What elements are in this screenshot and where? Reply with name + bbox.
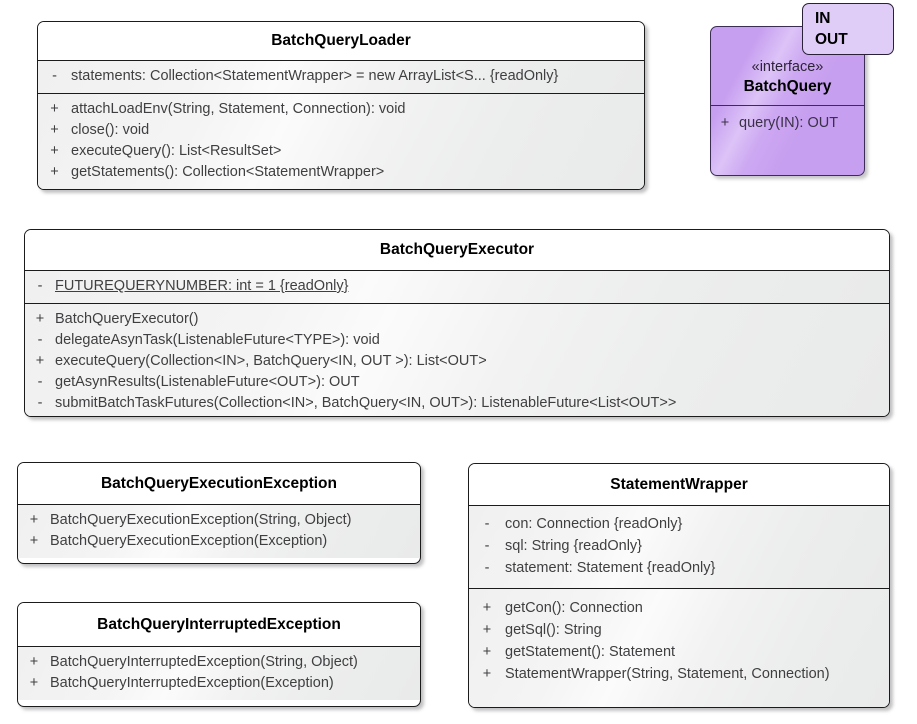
visibility-marker: - bbox=[37, 332, 43, 348]
operation-text: getStatements(): Collection<StatementWra… bbox=[71, 164, 385, 180]
visibility-marker: - bbox=[37, 278, 43, 294]
visibility-marker: + bbox=[29, 675, 39, 691]
type-parameter-out: OUT bbox=[815, 31, 848, 48]
operation-text: BatchQueryExecutionException(Exception) bbox=[50, 533, 328, 549]
attribute-row: - statement: Statement {readOnly} bbox=[469, 557, 889, 579]
visibility-marker: + bbox=[35, 311, 45, 327]
class-title-batch-query-execution-exception: BatchQueryExecutionException bbox=[18, 463, 420, 504]
operation-row: + getStatements(): Collection<StatementW… bbox=[38, 162, 644, 183]
operation-row: + BatchQueryExecutor() bbox=[25, 309, 889, 330]
visibility-marker: + bbox=[50, 122, 59, 138]
operation-row: + query(IN): OUT bbox=[711, 112, 864, 134]
visibility-marker: - bbox=[37, 395, 43, 411]
operation-text: BatchQueryExecutor() bbox=[55, 311, 199, 327]
operation-row: + close(): void bbox=[38, 120, 644, 141]
visibility-marker: - bbox=[52, 68, 57, 84]
attributes-section-batch-query-executor: - FUTUREQUERYNUMBER: int = 1 {readOnly} bbox=[25, 270, 889, 303]
operation-row: - delegateAsynTask(ListenableFuture<TYPE… bbox=[25, 330, 889, 351]
operation-row: + getSql(): String bbox=[469, 619, 889, 641]
class-title-statement-wrapper: StatementWrapper bbox=[469, 464, 889, 505]
interface-header: «interface» BatchQuery bbox=[711, 27, 864, 105]
operation-text: submitBatchTaskFutures(Collection<IN>, B… bbox=[55, 395, 677, 411]
operation-row: + getStatement(): Statement bbox=[469, 641, 889, 663]
operations-section-batch-query-executor: + BatchQueryExecutor() - delegateAsynTas… bbox=[25, 303, 889, 416]
operation-text: StatementWrapper(String, Statement, Conn… bbox=[505, 666, 830, 682]
visibility-marker: + bbox=[50, 143, 59, 159]
visibility-marker: + bbox=[29, 654, 39, 670]
attribute-row: - con: Connection {readOnly} bbox=[469, 513, 889, 535]
operation-row: + attachLoadEnv(String, Statement, Conne… bbox=[38, 99, 644, 120]
operation-row: + BatchQueryExecutionException(String, O… bbox=[18, 510, 420, 531]
visibility-marker: + bbox=[50, 101, 59, 117]
operation-text: executeQuery(Collection<IN>, BatchQuery<… bbox=[55, 353, 487, 369]
operation-row: + BatchQueryInterruptedException(Excepti… bbox=[18, 673, 420, 694]
class-box-batch-query-loader[interactable]: BatchQueryLoader - statements: Collectio… bbox=[37, 21, 645, 190]
operation-text: executeQuery(): List<ResultSet> bbox=[71, 143, 282, 159]
visibility-marker: + bbox=[482, 622, 492, 638]
operation-text: close(): void bbox=[71, 122, 150, 138]
attribute-text: sql: String {readOnly} bbox=[505, 538, 643, 554]
class-box-statement-wrapper[interactable]: StatementWrapper - con: Connection {read… bbox=[468, 463, 890, 708]
attribute-row: - FUTUREQUERYNUMBER: int = 1 {readOnly} bbox=[25, 276, 889, 297]
attribute-text: con: Connection {readOnly} bbox=[505, 516, 683, 532]
operation-row: + BatchQueryInterruptedException(String,… bbox=[18, 652, 420, 673]
visibility-marker: + bbox=[29, 533, 39, 549]
operations-section-batch-query-interrupted-exception: + BatchQueryInterruptedException(String,… bbox=[18, 646, 420, 700]
operations-section-batch-query-loader: + attachLoadEnv(String, Statement, Conne… bbox=[38, 93, 644, 189]
visibility-marker: - bbox=[484, 516, 490, 532]
attributes-section-batch-query-loader: - statements: Collection<StatementWrappe… bbox=[38, 60, 644, 93]
operation-row: + executeQuery(): List<ResultSet> bbox=[38, 141, 644, 162]
visibility-marker: + bbox=[482, 644, 492, 660]
attribute-text: statement: Statement {readOnly} bbox=[505, 560, 716, 576]
visibility-marker: + bbox=[482, 600, 492, 616]
visibility-marker: - bbox=[37, 374, 43, 390]
attribute-row: - statements: Collection<StatementWrappe… bbox=[38, 66, 644, 87]
visibility-marker: + bbox=[50, 164, 59, 180]
interface-title-batch-query: BatchQuery bbox=[743, 78, 832, 95]
attribute-row: - sql: String {readOnly} bbox=[469, 535, 889, 557]
operation-row: - getAsynResults(ListenableFuture<OUT>):… bbox=[25, 372, 889, 393]
operation-text: getSql(): String bbox=[505, 622, 602, 638]
operation-text: delegateAsynTask(ListenableFuture<TYPE>)… bbox=[55, 332, 380, 348]
operation-text: BatchQueryInterruptedException(Exception… bbox=[50, 675, 334, 691]
operation-row: + getCon(): Connection bbox=[469, 597, 889, 619]
operation-text: query(IN): OUT bbox=[739, 115, 839, 131]
operation-text: BatchQueryInterruptedException(String, O… bbox=[50, 654, 358, 670]
visibility-marker: + bbox=[29, 512, 39, 528]
operation-row: - submitBatchTaskFutures(Collection<IN>,… bbox=[25, 393, 889, 414]
class-box-batch-query-executor[interactable]: BatchQueryExecutor - FUTUREQUERYNUMBER: … bbox=[24, 229, 890, 417]
type-parameter-in: IN bbox=[815, 10, 831, 27]
operation-row: + BatchQueryExecutionException(Exception… bbox=[18, 531, 420, 552]
class-title-batch-query-interrupted-exception: BatchQueryInterruptedException bbox=[18, 603, 420, 646]
visibility-marker: + bbox=[482, 666, 492, 682]
operation-text: getAsynResults(ListenableFuture<OUT>): O… bbox=[55, 374, 360, 390]
visibility-marker: - bbox=[484, 560, 490, 576]
operations-section-batch-query-execution-exception: + BatchQueryExecutionException(String, O… bbox=[18, 504, 420, 558]
class-box-batch-query-execution-exception[interactable]: BatchQueryExecutionException + BatchQuer… bbox=[17, 462, 421, 564]
type-parameter-box-batch-query[interactable]: IN OUT bbox=[802, 3, 894, 55]
visibility-marker: - bbox=[484, 538, 490, 554]
class-title-batch-query-executor: BatchQueryExecutor bbox=[25, 230, 889, 270]
operations-section-batch-query: + query(IN): OUT bbox=[711, 105, 864, 134]
operation-text: BatchQueryExecutionException(String, Obj… bbox=[50, 512, 352, 528]
attribute-text: FUTUREQUERYNUMBER: int = 1 {readOnly} bbox=[55, 278, 349, 294]
operation-text: getCon(): Connection bbox=[505, 600, 643, 616]
operation-row: + executeQuery(Collection<IN>, BatchQuer… bbox=[25, 351, 889, 372]
visibility-marker: + bbox=[720, 115, 730, 131]
class-title-batch-query-loader: BatchQueryLoader bbox=[38, 22, 644, 60]
operations-section-statement-wrapper: + getCon(): Connection + getSql(): Strin… bbox=[469, 588, 889, 707]
attribute-text: statements: Collection<StatementWrapper>… bbox=[71, 68, 559, 84]
class-box-batch-query-interrupted-exception[interactable]: BatchQueryInterruptedException + BatchQu… bbox=[17, 602, 421, 707]
visibility-marker: + bbox=[35, 353, 45, 369]
operation-text: attachLoadEnv(String, Statement, Connect… bbox=[71, 101, 406, 117]
interface-stereotype: «interface» bbox=[751, 59, 824, 75]
attributes-section-statement-wrapper: - con: Connection {readOnly} - sql: Stri… bbox=[469, 505, 889, 588]
operation-row: + StatementWrapper(String, Statement, Co… bbox=[469, 663, 889, 685]
operation-text: getStatement(): Statement bbox=[505, 644, 676, 660]
